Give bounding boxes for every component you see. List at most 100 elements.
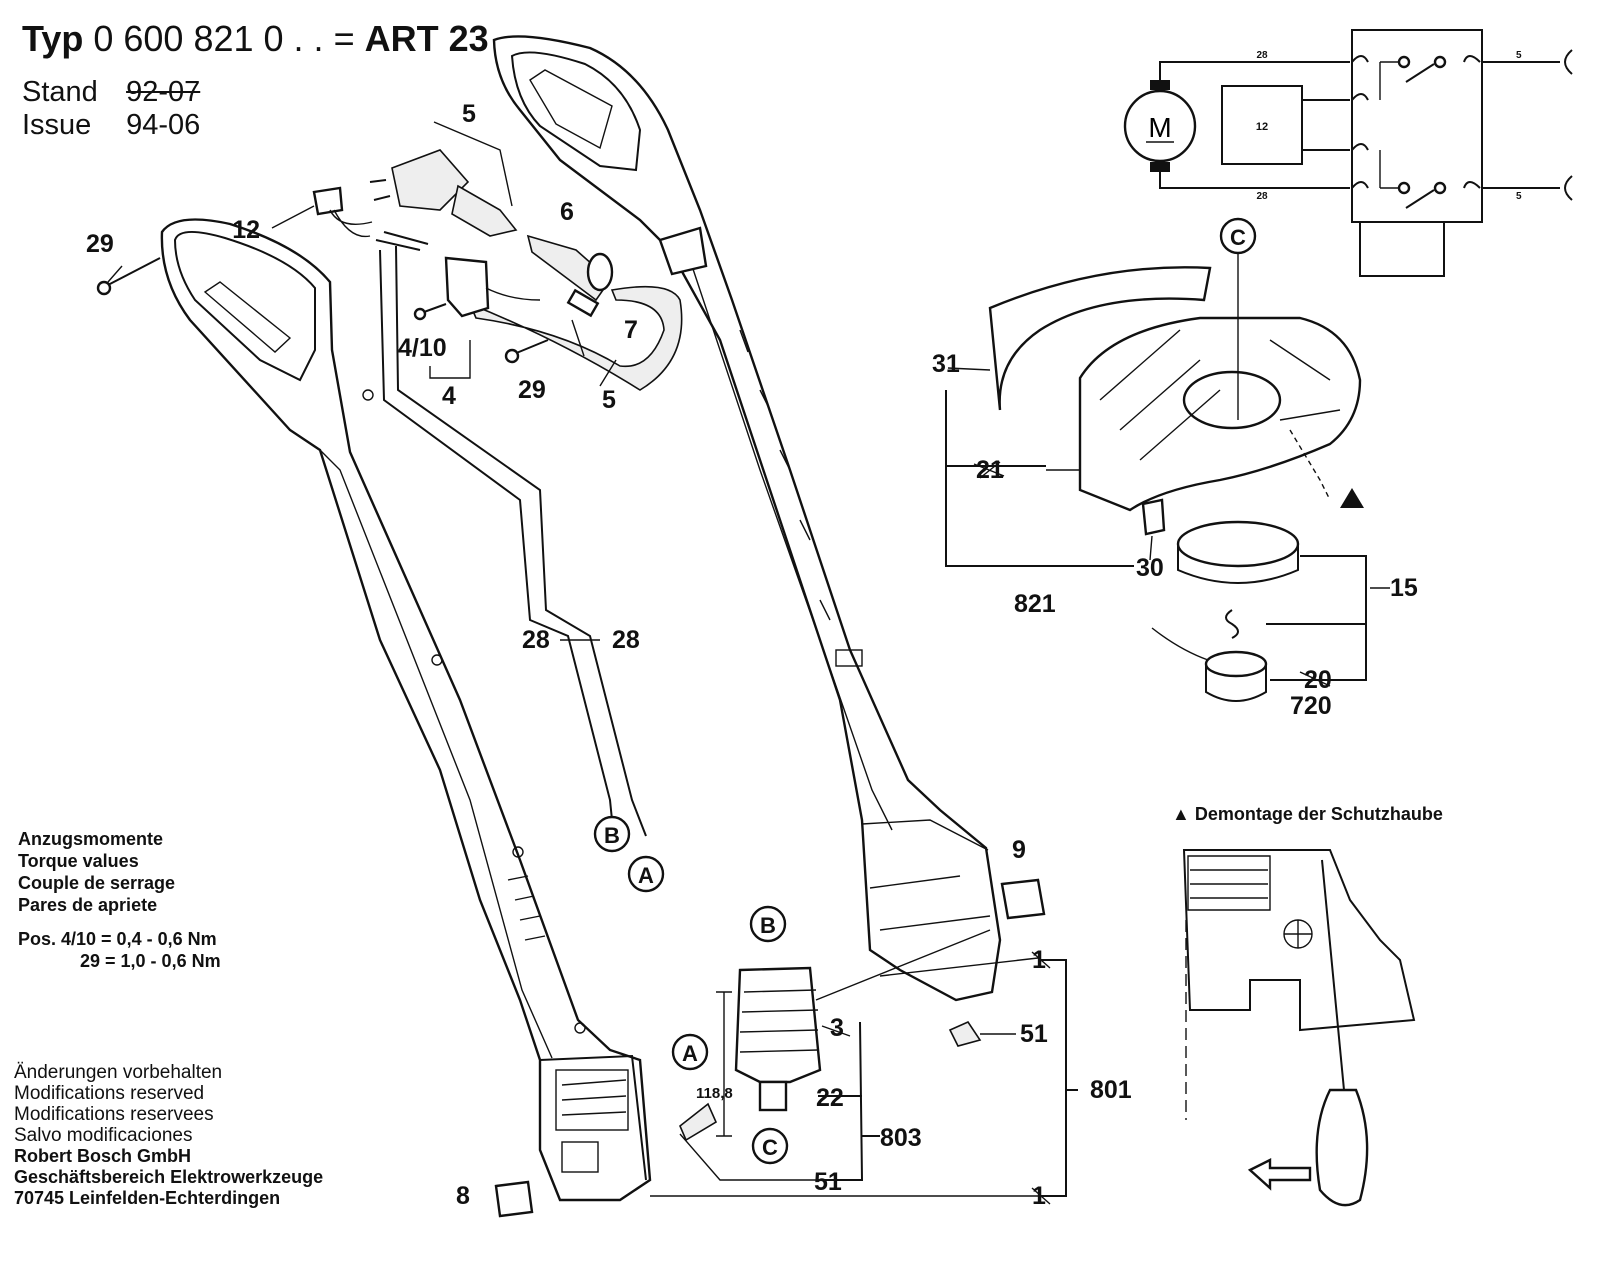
suppressor-box [1221, 85, 1303, 165]
handle-grip-slot [203, 281, 292, 353]
guard-assembly [945, 266, 1367, 702]
mod-line-fr: Modifications reservees [14, 1104, 214, 1125]
part-label-5-bottom: 5 [602, 386, 616, 414]
company-address: 70745 Leinfelden-Echterdingen [14, 1188, 281, 1208]
bracket-803 [818, 1021, 880, 1181]
handle-shell [160, 218, 652, 1202]
wire-28-left [379, 249, 613, 821]
bracket-15 [1266, 555, 1367, 681]
label-8 [494, 1180, 534, 1218]
screw-hole-4 [574, 1022, 586, 1034]
cutter-guard-blade-31 [988, 266, 1212, 411]
detail-ribbed-area [1187, 855, 1271, 911]
handle-shell-left [160, 218, 652, 1202]
terminals-left [1351, 55, 1369, 189]
cable-out [1482, 61, 1560, 189]
part-label-803: 803 [880, 1124, 922, 1152]
bracket-x-marks [821, 461, 1331, 1205]
screw-hole-1 [362, 389, 374, 401]
stand-value: 92-07 [126, 76, 201, 108]
torque-line-en: Torque values [18, 851, 139, 871]
terminals-right [1463, 55, 1481, 189]
type-title: Typ 0 600 821 0 . . = ART 23 [22, 18, 489, 60]
torque-line-fr: Couple de serrage [18, 873, 176, 893]
demontage-text: Demontage der Schutzhaube [1194, 804, 1443, 824]
right-inner-edge [689, 259, 893, 831]
switch-contact-3 [1397, 181, 1411, 195]
switch-links [1380, 61, 1398, 189]
right-housing-detail [861, 819, 991, 931]
switch-leads [485, 287, 541, 301]
pad-51-lower-leader [679, 1133, 818, 1181]
part-label-1-bottom: 1 [1032, 1182, 1046, 1210]
motor-label: M [1148, 112, 1171, 143]
stand-label: Stand [22, 76, 98, 108]
detail-screw-cross [1284, 920, 1312, 948]
demontage-marker-icon [1340, 488, 1364, 508]
plug-pins [369, 179, 391, 201]
part-label-821: 821 [1014, 590, 1056, 618]
spool-housing-15 [1176, 520, 1300, 568]
motor-symbol [1123, 89, 1197, 163]
demontage-arrow-path [1289, 429, 1331, 501]
marker-a-wire-label: A [638, 863, 654, 888]
wire-top [1159, 61, 1350, 80]
bracket-801 [1040, 959, 1078, 1197]
guard-spool-opening [1182, 370, 1282, 430]
part-label-4-10: 4/10 [398, 334, 447, 362]
screw-hole-2 [431, 654, 443, 666]
suppressor-wires [1302, 99, 1350, 151]
wire-bottom-label: 28 [1256, 191, 1268, 202]
issue-line: Issue 94-06 [22, 109, 200, 142]
label-9 [1000, 878, 1046, 920]
typ-label: Typ [22, 18, 84, 59]
detail-ribs [1190, 869, 1268, 899]
motor-housing-edge [539, 1054, 647, 1181]
switch-4 [444, 256, 490, 318]
housing-ribs [561, 1079, 627, 1116]
wire-28-right [395, 245, 647, 837]
screwdriver-shaft [1321, 859, 1345, 1091]
dimension-line [716, 991, 732, 1137]
dimension-label: 118,8 [696, 1085, 733, 1102]
wire-top-label: 28 [1256, 50, 1268, 61]
switch-stem [1359, 222, 1445, 277]
pad-51-upper [948, 1020, 982, 1047]
housing-label-area [561, 1141, 599, 1173]
direction-arrow-icon [1247, 1158, 1312, 1191]
issue-value: 94-06 [126, 109, 201, 141]
handle-inner-edge [319, 449, 553, 1059]
screw-hole-3 [512, 846, 524, 858]
suppressor-label: 12 [1256, 121, 1268, 133]
demontage-detail [1182, 849, 1416, 1207]
plug-cable-sleeve [451, 184, 518, 237]
mod-line-es: Salvo modificaciones [14, 1125, 193, 1146]
modifications-block: Änderungen vorbehalten Modifications res… [14, 1062, 323, 1209]
switch-housing [1351, 29, 1483, 223]
warning-triangle-icon: ▲ [1172, 804, 1190, 824]
suppressor-leads [329, 209, 373, 238]
marker-b-motor [749, 905, 787, 943]
detail-housing [1182, 849, 1416, 1032]
torque-line-es: Pares de apriete [18, 895, 158, 915]
part-label-30: 30 [1136, 554, 1164, 582]
screw-29-mid-icon [504, 348, 520, 364]
part-label-22: 22 [816, 1084, 844, 1112]
part-label-29-left: 29 [86, 230, 114, 258]
company-division: Geschäftsbereich Elektrowerkzeuge [14, 1167, 324, 1187]
type-number: 0 600 821 [93, 18, 254, 59]
label-leaders [108, 0, 1600, 588]
part-label-5-top: 5 [462, 100, 476, 128]
marker-c-motor [751, 1127, 789, 1165]
part-label-801: 801 [1090, 1076, 1132, 1104]
screwdriver-icon [1315, 1088, 1369, 1207]
part-label-6: 6 [560, 198, 574, 226]
motor-assembly [494, 878, 1078, 1218]
torque-pos-1: Pos. 4/10 = 0,4 - 0,6 Nm [18, 929, 217, 949]
part-label-3: 3 [830, 1014, 844, 1042]
part-label-28-left: 28 [522, 626, 550, 654]
part-label-720: 720 [1290, 692, 1332, 720]
company-name: Robert Bosch GmbH [14, 1146, 192, 1166]
marker-a-motor [671, 1033, 709, 1071]
leader-801 [650, 957, 1040, 1197]
